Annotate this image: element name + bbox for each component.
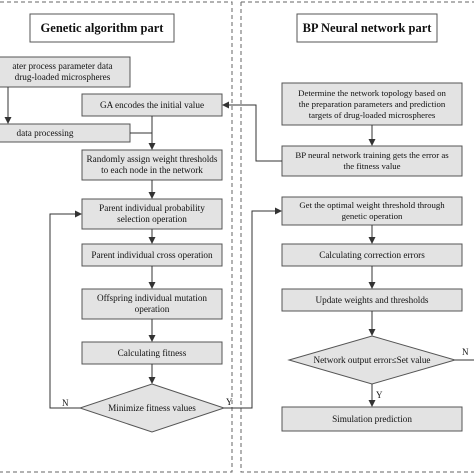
ga-assign-box (81, 149, 223, 181)
genetic-title-box (29, 13, 175, 43)
ga-fitness-label: Calculating fitness (117, 347, 187, 358)
ga-selection-label: Parent individual probability selection … (99, 203, 205, 224)
arrow-minimize-yes (224, 207, 282, 409)
bp-update-label: Update weights and thresholds (315, 294, 429, 305)
bp-no-label: N (462, 347, 469, 357)
bp-decision-label: Network output error≤Set value (313, 354, 431, 365)
bp-optimal-label: Get the optimal weight threshold through… (299, 200, 445, 221)
ga-data-processing-label: data processing (16, 127, 74, 138)
genetic-title: Genetic algorithm part (40, 20, 164, 35)
bp-yes-label: Y (376, 390, 383, 400)
ga-input-label: ater process parameter data drug-loaded … (12, 61, 113, 82)
bp-title: BP Neural network part (302, 20, 432, 35)
ga-mutation-label: Offspring individual mutation operation (96, 293, 208, 314)
bp-training-box (281, 145, 463, 177)
ga-yes-label: Y (226, 397, 233, 407)
bp-panel-border (240, 1, 474, 473)
arrow-minimize-no-loop (49, 210, 82, 409)
bp-correction-label: Calculating correction errors (319, 249, 425, 260)
genetic-panel-border (0, 1, 233, 473)
bp-title-box (296, 13, 438, 43)
bp-training-label: BP neural network training gets the erro… (295, 150, 449, 171)
ga-minimize-diamond (78, 383, 226, 433)
ga-encode-label: GA encodes the initial value (99, 99, 205, 110)
ga-selection-box (81, 198, 223, 230)
ga-mutation-box (81, 288, 223, 320)
bp-prediction-label: Simulation prediction (332, 413, 412, 424)
bp-optimal-box (281, 196, 463, 226)
ga-input-box (0, 56, 131, 88)
ga-cross-label: Parent individual cross operation (91, 249, 213, 260)
arrow-training-to-encode (222, 101, 282, 162)
bp-prediction-box (281, 406, 463, 432)
ga-no-label: N (62, 398, 69, 408)
bp-topology-label: Determine the network topology based on … (298, 87, 446, 120)
ga-assign-label: Randomly assign weight thresholds to eac… (86, 154, 218, 175)
ga-minimize-label: Minimize fitness values (108, 402, 196, 413)
